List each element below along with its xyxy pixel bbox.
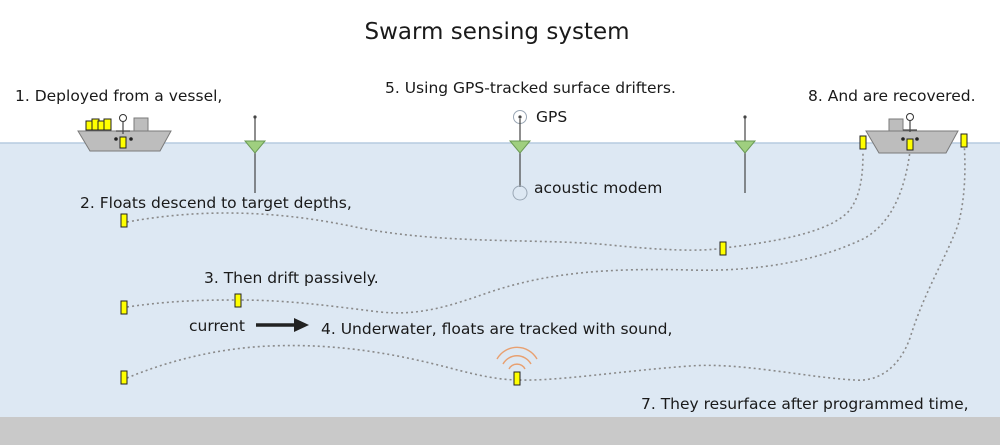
crew-figure <box>906 113 914 121</box>
current-arrow-icon <box>256 318 309 332</box>
float <box>120 370 128 385</box>
step-7-label: 7. They resurface after programmed time, <box>641 395 969 413</box>
gps-label: GPS <box>536 108 567 126</box>
step-4-label: 4. Underwater, floats are tracked with s… <box>321 320 672 338</box>
float-on-deck <box>103 118 112 131</box>
float-recovered <box>906 138 914 151</box>
float-trajectory-1 <box>126 150 864 251</box>
float-acoustic <box>513 371 521 386</box>
float <box>719 241 727 256</box>
acoustic-modem-icon <box>512 185 528 201</box>
float-trajectory-2 <box>126 150 911 314</box>
step-8-label: 8. And are recovered. <box>808 87 976 105</box>
step-5-label: 5. Using GPS-tracked surface drifters. <box>385 79 676 97</box>
surface-drifter-right <box>733 115 757 193</box>
diagram-title: Swarm sensing system <box>365 19 630 45</box>
acoustic-signal-icon <box>496 346 538 370</box>
float-being-deployed <box>119 136 127 149</box>
float <box>234 293 242 308</box>
surface-drifter-center <box>508 110 532 201</box>
float <box>859 135 867 150</box>
current-label: current <box>189 317 245 335</box>
seafloor <box>0 417 1000 445</box>
step-2-label: 2. Floats descend to target depths, <box>80 194 352 212</box>
acoustic-modem-label: acoustic modem <box>534 179 662 197</box>
float-trajectory-3 <box>126 140 966 381</box>
deployment-vessel <box>77 114 172 152</box>
float <box>120 213 128 228</box>
step-3-label: 3. Then drift passively. <box>204 269 379 287</box>
crew-figure <box>119 114 127 122</box>
float <box>960 133 968 148</box>
step-1-label: 1. Deployed from a vessel, <box>15 87 222 105</box>
surface-drifter-left <box>243 115 267 193</box>
recovery-vessel <box>865 113 959 154</box>
float <box>120 300 128 315</box>
water-body <box>0 143 1000 417</box>
